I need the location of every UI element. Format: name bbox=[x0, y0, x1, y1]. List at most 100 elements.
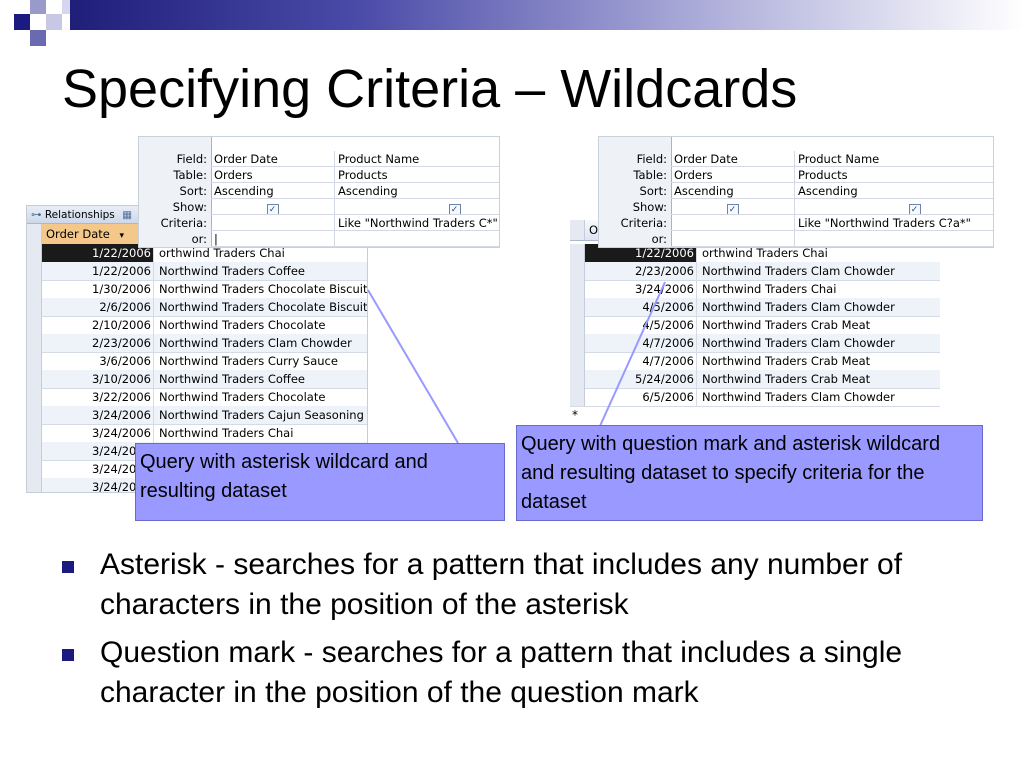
order-date-cell[interactable]: 1/22/2006 bbox=[585, 244, 697, 262]
query-col2-cell[interactable] bbox=[795, 231, 993, 247]
relationships-tab[interactable]: ⊶ Relationships ▦ bbox=[27, 206, 157, 224]
query-col2-cell[interactable]: Products bbox=[335, 167, 499, 183]
query-col2-cell[interactable]: ✓ bbox=[335, 199, 499, 215]
table-row[interactable]: 5/24/2006 Northwind Traders Crab Meat bbox=[570, 370, 940, 389]
show-checkbox[interactable]: ✓ bbox=[266, 204, 279, 214]
row-selector[interactable] bbox=[27, 280, 42, 298]
product-name-cell[interactable]: orthwind Traders Chai bbox=[702, 246, 828, 260]
show-checkbox[interactable]: ✓ bbox=[908, 204, 921, 214]
query-col2-cell[interactable] bbox=[335, 231, 499, 247]
order-date-cell[interactable]: 3/24/2006 bbox=[585, 280, 697, 298]
product-name-cell[interactable]: Northwind Traders Clam Chowder bbox=[702, 264, 895, 278]
order-date-cell[interactable]: 2/23/2006 bbox=[585, 262, 697, 280]
order-date-cell[interactable]: 2/10/2006 bbox=[42, 316, 154, 334]
product-name-cell[interactable]: orthwind Traders Chai bbox=[159, 246, 285, 260]
query-col1-cell[interactable]: | bbox=[211, 231, 335, 247]
order-date-cell[interactable]: 4/5/2006 bbox=[585, 298, 697, 316]
row-selector[interactable] bbox=[570, 262, 585, 280]
query-col1-cell[interactable] bbox=[671, 231, 795, 247]
show-checkbox[interactable]: ✓ bbox=[726, 204, 739, 214]
product-name-cell[interactable]: Northwind Traders Crab Meat bbox=[702, 372, 871, 386]
query-col2-cell[interactable]: Like "Northwind Traders C?a*" bbox=[795, 215, 993, 231]
product-name-cell[interactable]: Northwind Traders Cajun Seasoning bbox=[159, 408, 364, 422]
row-selector[interactable] bbox=[27, 460, 42, 478]
row-selector[interactable] bbox=[27, 244, 42, 262]
query-col1-cell[interactable]: Order Date bbox=[211, 151, 335, 167]
query-col2-cell[interactable]: Product Name bbox=[335, 151, 499, 167]
product-name-cell[interactable]: Northwind Traders Clam Chowder bbox=[702, 390, 895, 404]
query-col2-cell[interactable]: ✓ bbox=[795, 199, 993, 215]
row-selector[interactable] bbox=[570, 370, 585, 388]
table-row[interactable]: 4/7/2006 Northwind Traders Crab Meat bbox=[570, 352, 940, 371]
product-name-cell[interactable]: Northwind Traders Chocolate Biscuits Mix bbox=[159, 282, 367, 296]
row-selector[interactable] bbox=[27, 334, 42, 352]
query-col1-cell[interactable]: Order Date bbox=[671, 151, 795, 167]
table-row[interactable]: 2/23/2006 Northwind Traders Clam Chowder bbox=[570, 262, 940, 281]
row-selector[interactable] bbox=[27, 370, 42, 388]
product-name-cell[interactable]: Northwind Traders Coffee bbox=[159, 372, 306, 386]
table-row[interactable]: 3/24/2006 Northwind Traders Chai bbox=[570, 280, 940, 299]
order-date-cell[interactable]: 2/6/2006 bbox=[42, 298, 154, 316]
product-name-cell[interactable]: Northwind Traders Chocolate bbox=[159, 318, 326, 332]
order-date-cell[interactable]: 3/24/2006 bbox=[42, 424, 154, 442]
product-name-cell[interactable]: Northwind Traders Clam Chowder bbox=[702, 300, 895, 314]
order-date-cell[interactable]: 3/24/2006 bbox=[42, 406, 154, 424]
row-selector[interactable] bbox=[570, 298, 585, 316]
order-date-cell[interactable]: 4/7/2006 bbox=[585, 352, 697, 370]
row-selector[interactable] bbox=[570, 334, 585, 352]
order-date-cell[interactable]: 4/7/2006 bbox=[585, 334, 697, 352]
query-col2-cell[interactable]: Products bbox=[795, 167, 993, 183]
product-name-cell[interactable]: Northwind Traders Curry Sauce bbox=[159, 354, 338, 368]
order-date-header-right[interactable]: O bbox=[589, 223, 599, 237]
product-name-cell[interactable]: Northwind Traders Chocolate bbox=[159, 390, 326, 404]
order-date-cell[interactable]: 3/6/2006 bbox=[42, 352, 154, 370]
row-selector[interactable] bbox=[27, 478, 42, 492]
query-col2-cell[interactable]: Product Name bbox=[795, 151, 993, 167]
query-col1-cell[interactable]: Orders bbox=[211, 167, 335, 183]
product-name-cell[interactable]: Northwind Traders Clam Chowder bbox=[159, 336, 352, 350]
product-name-cell[interactable]: Northwind Traders Crab Meat bbox=[702, 354, 871, 368]
row-selector[interactable] bbox=[570, 280, 585, 298]
query-col1-cell[interactable] bbox=[671, 215, 795, 231]
table-row[interactable]: 2/10/2006 Northwind Traders Chocolate bbox=[27, 316, 367, 335]
product-name-cell[interactable]: Northwind Traders Chai bbox=[702, 282, 837, 296]
order-date-header[interactable]: Order Date ▾ bbox=[42, 224, 150, 246]
query-col2-cell[interactable]: Ascending bbox=[795, 183, 993, 199]
show-checkbox[interactable]: ✓ bbox=[448, 204, 461, 214]
table-row[interactable]: 4/5/2006 Northwind Traders Clam Chowder bbox=[570, 298, 940, 317]
row-selector[interactable] bbox=[27, 388, 42, 406]
table-row[interactable]: 3/24/2006 Northwind Traders Cajun Seasoni… bbox=[27, 406, 367, 425]
row-selector[interactable] bbox=[570, 244, 585, 262]
query-col1-cell[interactable]: Ascending bbox=[211, 183, 335, 199]
select-all-corner[interactable] bbox=[27, 224, 42, 244]
order-date-cell[interactable]: 4/5/2006 bbox=[585, 316, 697, 334]
product-name-cell[interactable]: Northwind Traders Coffee bbox=[159, 264, 306, 278]
row-selector[interactable] bbox=[27, 316, 42, 334]
query-col1-cell[interactable] bbox=[211, 215, 335, 231]
row-selector[interactable] bbox=[570, 388, 585, 406]
sort-dropdown-icon[interactable]: ▾ bbox=[119, 231, 125, 241]
table-row[interactable]: 3/6/2006 Northwind Traders Curry Sauce bbox=[27, 352, 367, 371]
query-col1-cell[interactable]: Ascending bbox=[671, 183, 795, 199]
row-selector[interactable] bbox=[27, 424, 42, 442]
new-record-marker[interactable]: * bbox=[572, 408, 578, 422]
row-selector[interactable] bbox=[27, 442, 42, 460]
query-col1-cell[interactable]: ✓ bbox=[671, 199, 795, 215]
row-selector[interactable] bbox=[570, 316, 585, 334]
query-col1-cell[interactable]: ✓ bbox=[211, 199, 335, 215]
product-name-cell[interactable]: Northwind Traders Crab Meat bbox=[702, 318, 871, 332]
order-date-cell[interactable]: 1/30/2006 bbox=[42, 280, 154, 298]
order-date-cell[interactable]: 5/24/2006 bbox=[585, 370, 697, 388]
row-selector[interactable] bbox=[27, 298, 42, 316]
product-name-cell[interactable]: Northwind Traders Clam Chowder bbox=[702, 336, 895, 350]
row-selector[interactable] bbox=[27, 406, 42, 424]
table-row[interactable]: 1/30/2006 Northwind Traders Chocolate Bis… bbox=[27, 280, 367, 299]
table-row[interactable]: 4/5/2006 Northwind Traders Crab Meat bbox=[570, 316, 940, 335]
